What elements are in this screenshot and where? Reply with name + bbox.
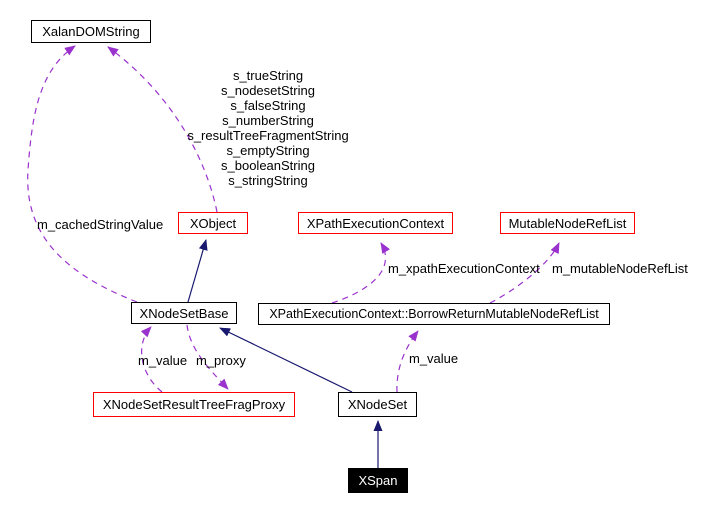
static-string-line: s_booleanString (221, 158, 315, 173)
node-xnodesetbase[interactable]: XNodeSetBase (131, 302, 237, 324)
node-mutablenodereflist[interactable]: MutableNodeRefList (500, 212, 635, 234)
node-xnodesetresulttreefragproxy[interactable]: XNodeSetResultTreeFragProxy (93, 392, 295, 417)
node-xnodeset[interactable]: XNodeSet (338, 392, 417, 417)
edge-xnodesetbase-inherits-xobject (187, 239, 208, 303)
edge-label-m-value: m_value (138, 353, 188, 368)
static-string-line: s_numberString (222, 113, 314, 128)
static-string-line: s_trueString (232, 68, 304, 83)
node-xspan-focus: XSpan (348, 468, 408, 493)
edge-xnodeset-uses-borrowreturn (396, 330, 419, 393)
edge-label-m-proxy: m_proxy (196, 353, 246, 368)
edge-xnodesetbase-uses-xalandomstring (27, 45, 138, 303)
edge-label-m-mutable-node-ref-list: m_mutableNodeRefList (552, 261, 688, 276)
edge-label-m-value-xnodeset: m_value (409, 351, 459, 366)
node-xalandomstring[interactable]: XalanDOMString (31, 20, 151, 43)
edge-label-m-cached-string-value: m_cachedStringValue (37, 217, 164, 232)
edge-label-static-strings: s_trueString s_nodesetString s_falseStri… (138, 68, 398, 188)
edge-xnodeset-inherits-xnodesetbase (219, 327, 353, 393)
static-string-line: s_resultTreeFragmentString (187, 128, 349, 143)
static-string-line: s_stringString (228, 173, 308, 188)
edge-proxy-uses-xnodesetbase (140, 326, 163, 393)
node-xobject[interactable]: XObject (178, 212, 248, 234)
edge-borrowreturn-uses-xpathexecutioncontext (331, 242, 390, 304)
node-xpathexecutioncontext[interactable]: XPathExecutionContext (298, 212, 453, 234)
edge-label-m-xpath-execution-context: m_xpathExecutionContext (388, 261, 540, 276)
edge-xobject-uses-xalandomstring (107, 46, 218, 213)
edge-borrowreturn-uses-mutablenodereflist (489, 242, 560, 304)
node-borrowreturnmutablenodereflist[interactable]: XPathExecutionContext::BorrowReturnMutab… (258, 303, 610, 325)
static-string-line: s_falseString (230, 98, 306, 113)
edge-xnodesetbase-uses-proxy (186, 324, 229, 390)
static-string-line: s_emptyString (226, 143, 310, 158)
static-string-line: s_nodesetString (221, 83, 315, 98)
